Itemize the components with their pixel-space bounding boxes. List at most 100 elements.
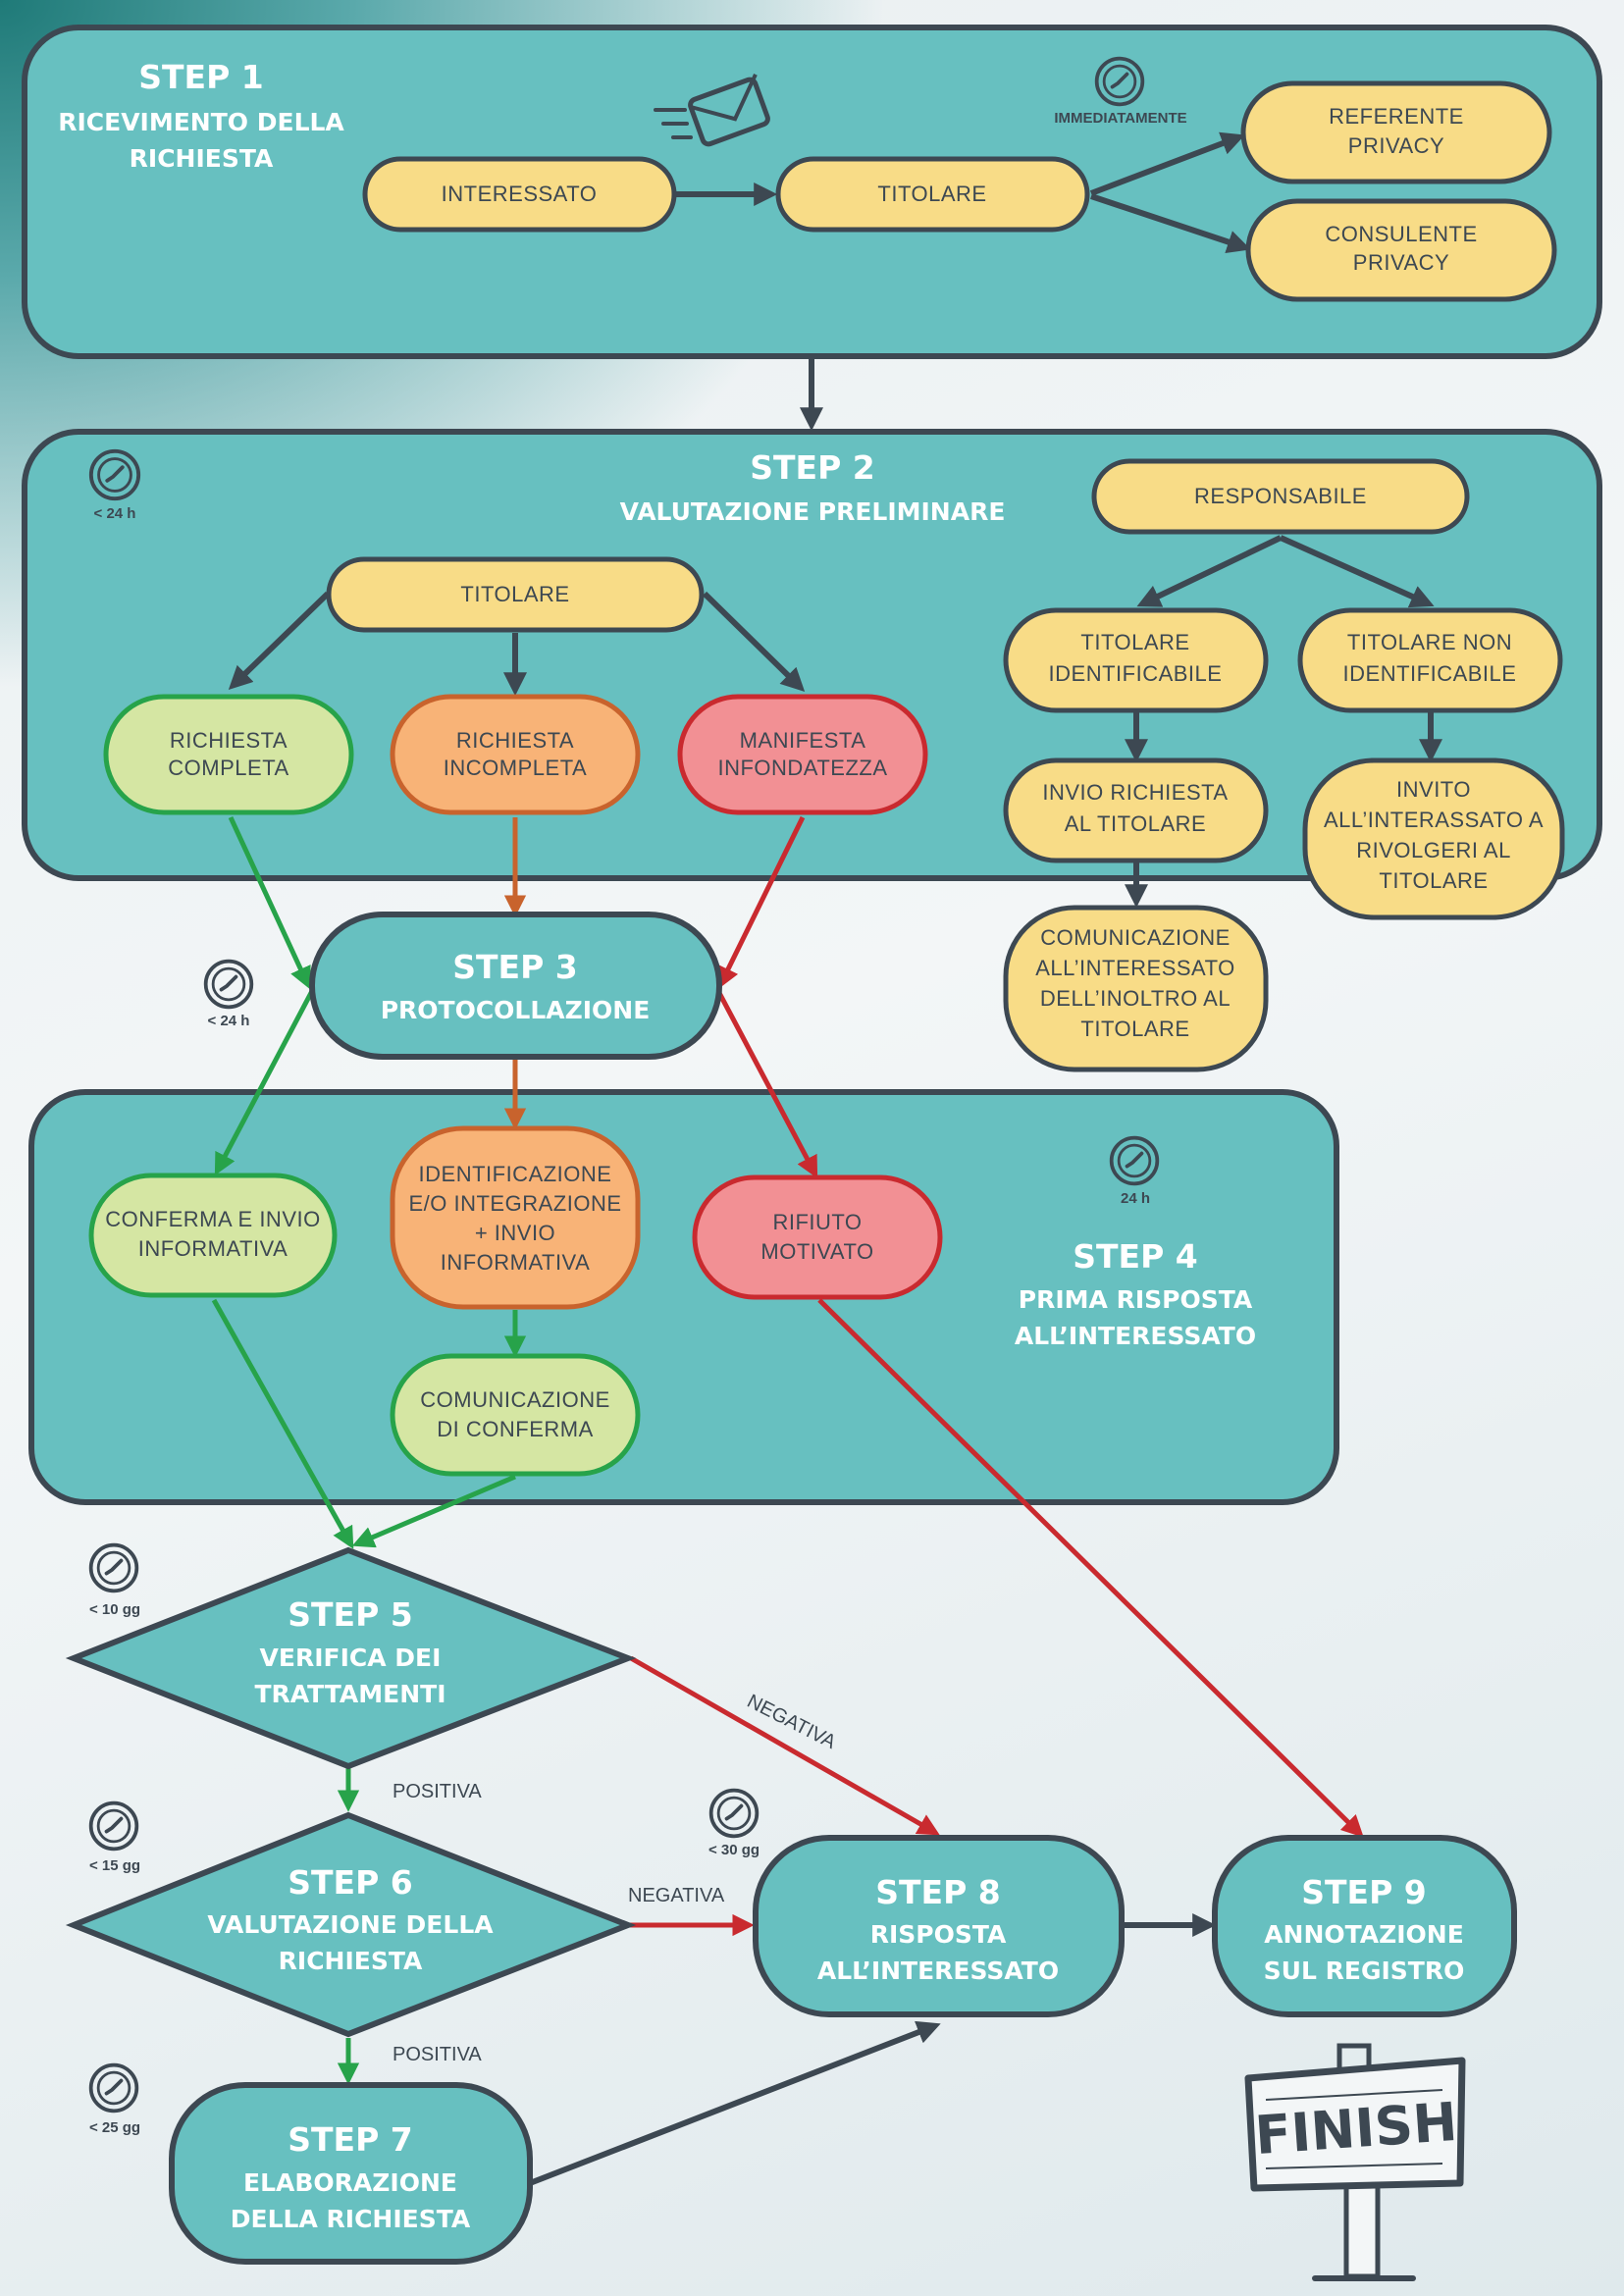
node-step6-diamond	[65, 1811, 637, 2038]
node-richiesta-incompleta	[390, 694, 641, 815]
node-rifiuto-label-2: MOTIVATO	[760, 1239, 873, 1264]
step6-title: STEP 6	[288, 1863, 412, 1902]
node-titolare-2-label: TITOLARE	[460, 582, 569, 606]
step9-subtitle-1: ANNOTAZIONE	[1264, 1920, 1464, 1949]
node-step3	[309, 912, 722, 1060]
step6-subtitle-1: VALUTAZIONE DELLA	[207, 1910, 494, 1939]
node-step7	[169, 2082, 533, 2265]
node-invio-label-1: INVIO RICHIESTA	[1042, 780, 1228, 805]
node-titolare-non-identificabile	[1297, 607, 1563, 713]
node-invito-label-3: RIVOLGERI AL	[1356, 838, 1511, 862]
finish-label: FINISH	[1253, 2091, 1459, 2166]
arrow-titolare-consulente	[1090, 193, 1251, 254]
clock-icon	[88, 1800, 139, 1852]
node-step8	[753, 1835, 1125, 2017]
node-step5-diamond	[65, 1546, 637, 1770]
node-comunicazione-conferma	[390, 1353, 641, 1477]
node-identificazione	[390, 1125, 641, 1310]
node-invito-label-2: ALL’INTERASSATO A	[1324, 808, 1544, 832]
node-responsabile-label: RESPONSABILE	[1194, 484, 1367, 508]
node-comunicazione-label-2: DI CONFERMA	[437, 1417, 594, 1441]
node-invio-label-2: AL TITOLARE	[1065, 811, 1206, 836]
node-comunicazione-label-1: COMUNICAZIONE	[420, 1387, 610, 1412]
arrow-infondatezza-step3	[717, 815, 806, 990]
node-richiesta-completa	[103, 694, 354, 815]
node-inoltro-label-2: ALL’INTERESSATO	[1035, 956, 1235, 980]
envelope-icon	[654, 74, 770, 147]
node-identificazione-label-4: INFORMATIVA	[441, 1250, 591, 1275]
arrow-step5-negativa-step8	[629, 1655, 940, 1836]
step4-timing: 24 h	[1121, 1190, 1150, 1207]
step8-subtitle-1: RISPOSTA	[870, 1920, 1007, 1949]
step3-title: STEP 3	[452, 948, 577, 986]
node-interessato	[362, 156, 677, 233]
node-inoltro-label-3: DELL’INOLTRO AL	[1040, 986, 1231, 1011]
node-conferma-label-2: INFORMATIVA	[138, 1236, 288, 1261]
step7-subtitle-1: ELABORAZIONE	[243, 2168, 457, 2197]
step5-timing: < 10 gg	[89, 1601, 140, 1618]
finish-sign-icon: FINISH	[1244, 2043, 1466, 2281]
step4-title: STEP 4	[1073, 1237, 1197, 1276]
node-non-identificabile-label-2: IDENTIFICABILE	[1343, 661, 1517, 686]
node-titolare-identificabile	[1003, 607, 1269, 713]
arrow-rifiuto-step9	[817, 1298, 1364, 1838]
step1-subtitle-line1: RICEVIMENTO DELLA	[58, 108, 344, 136]
node-non-identificabile-label-1: TITOLARE NON	[1347, 630, 1512, 654]
node-infondatezza-label-2: INFONDATEZZA	[717, 756, 887, 780]
node-consulente-label-1: CONSULENTE	[1325, 222, 1477, 246]
arrow-step7-step8	[528, 2020, 941, 2186]
step9-subtitle-2: SUL REGISTRO	[1264, 1957, 1465, 1985]
node-comunicazione-inoltro	[1003, 905, 1269, 1072]
node-incompleta-label-2: INCOMPLETA	[444, 756, 587, 780]
step7-title: STEP 7	[288, 2120, 412, 2159]
edge-label-negativa-step5: NEGATIVA	[744, 1691, 840, 1753]
step2-timing: < 24 h	[94, 505, 136, 522]
node-titolare	[775, 156, 1090, 233]
node-identificazione-label-2: E/O INTEGRAZIONE	[408, 1191, 621, 1216]
step3-timing: < 24 h	[208, 1013, 250, 1029]
step6-timing: < 15 gg	[89, 1857, 140, 1874]
step7-timing: < 25 gg	[89, 2119, 140, 2136]
step2-title: STEP 2	[750, 448, 874, 487]
node-responsabile	[1091, 458, 1470, 535]
node-identificabile-label-2: IDENTIFICABILE	[1049, 661, 1223, 686]
step1-subtitle-line2: RICHIESTA	[130, 144, 274, 173]
arrow-comunicazione-step5	[351, 1474, 516, 1548]
node-completa-label-2: COMPLETA	[168, 756, 288, 780]
clock-icon	[88, 2062, 139, 2113]
step6-subtitle-2: RICHIESTA	[279, 1947, 423, 1975]
node-referente-label-1: REFERENTE	[1329, 104, 1464, 129]
clock-icon	[1109, 1135, 1160, 1186]
arrow-titolare2-infondatezza	[702, 591, 806, 693]
node-rifiuto-motivato	[692, 1174, 943, 1300]
step5-title: STEP 5	[288, 1595, 412, 1634]
arrow-completa-step3	[228, 815, 311, 990]
node-conferma-label-1: CONFERMA E INVIO	[105, 1207, 320, 1231]
node-incompleta-label-1: RICHIESTA	[456, 728, 574, 753]
node-titolare-2	[326, 556, 705, 633]
node-consulente-privacy	[1245, 198, 1557, 302]
step8-timing: < 30 gg	[708, 1842, 760, 1858]
step1-title: STEP 1	[138, 58, 263, 96]
clock-icon	[203, 959, 254, 1010]
clock-icon	[88, 1542, 139, 1593]
step5-subtitle-2: TRATTAMENTI	[254, 1680, 445, 1708]
edge-label-positiva-step6: POSITIVA	[393, 2044, 482, 2065]
step8-subtitle-2: ALL’INTERESSATO	[817, 1957, 1059, 1985]
node-consulente-label-2: PRIVACY	[1353, 250, 1449, 275]
node-inoltro-label-4: TITOLARE	[1080, 1017, 1189, 1041]
node-conferma-invio	[88, 1173, 338, 1298]
arrow-step3-rifiuto	[715, 989, 818, 1178]
edge-label-positiva-step5: POSITIVA	[393, 1781, 482, 1802]
arrow-conferma-step5	[211, 1298, 354, 1549]
node-titolare-label: TITOLARE	[877, 182, 986, 206]
step5-subtitle-1: VERIFICA DEI	[260, 1644, 442, 1672]
arrow-titolare2-completa	[228, 591, 331, 691]
arrow-responsabile-non-identificabile	[1279, 535, 1435, 608]
clock-icon	[708, 1788, 760, 1839]
step9-title: STEP 9	[1301, 1873, 1426, 1911]
node-referente-label-2: PRIVACY	[1348, 133, 1444, 158]
step4-subtitle-2: ALL’INTERESSATO	[1015, 1322, 1256, 1350]
step3-subtitle: PROTOCOLLAZIONE	[381, 996, 651, 1024]
